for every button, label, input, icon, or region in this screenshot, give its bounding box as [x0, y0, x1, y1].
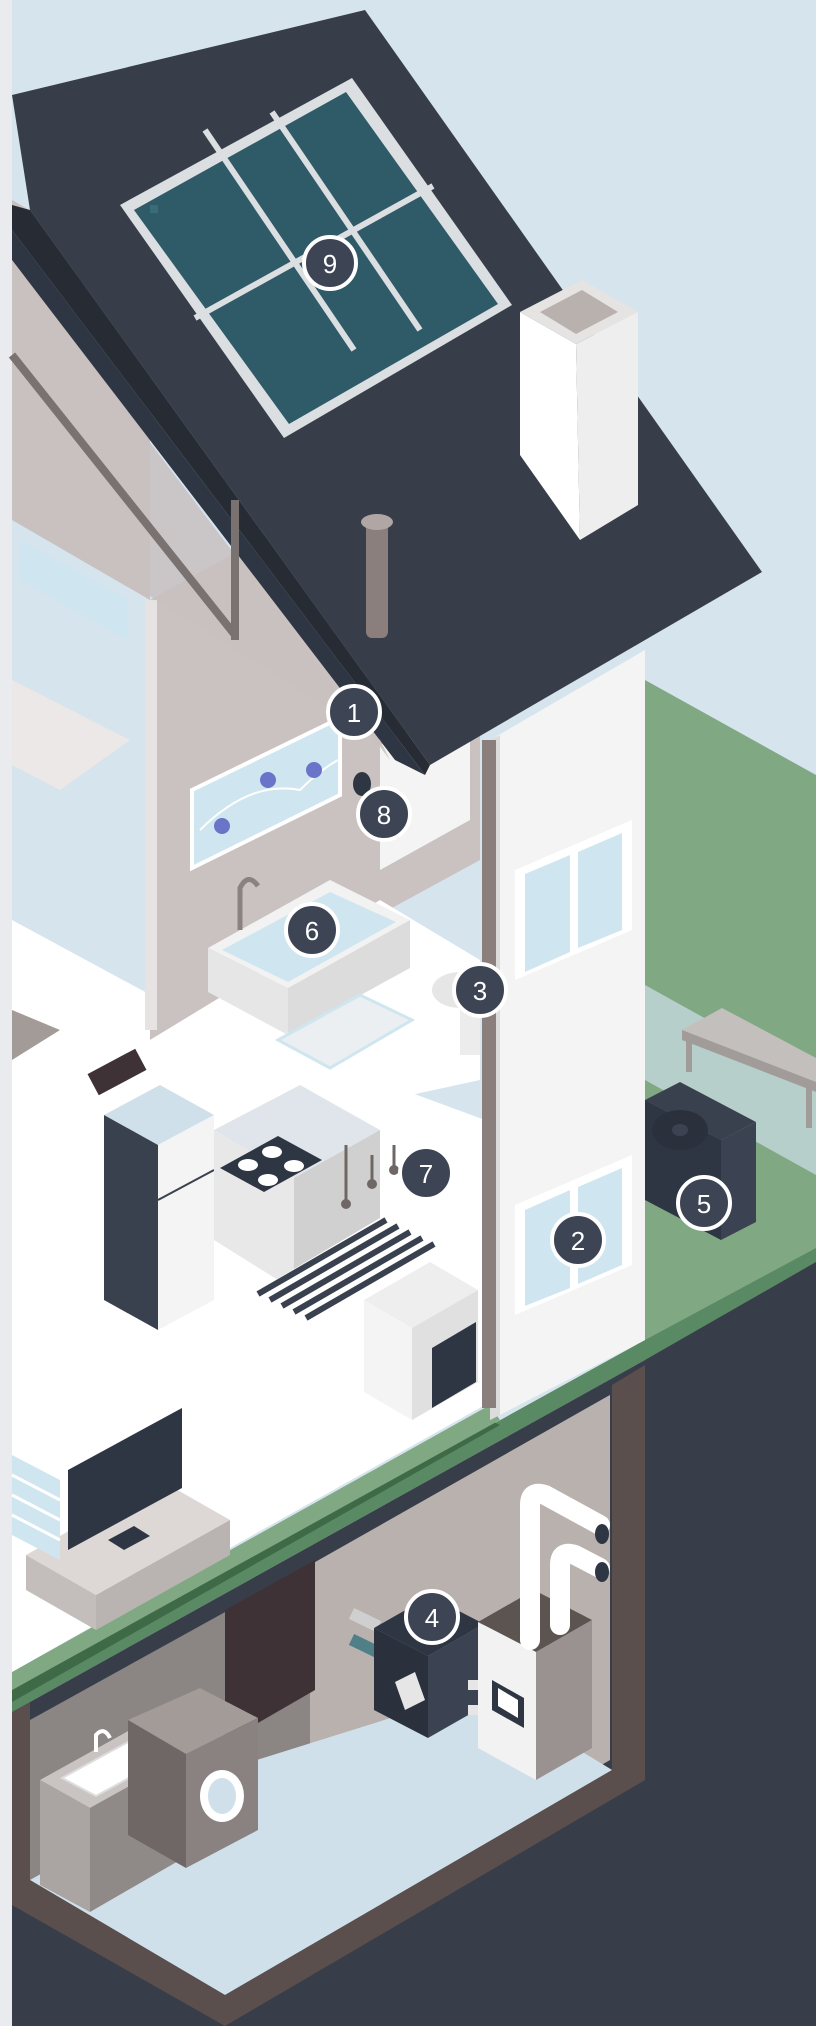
- exterior-wall: [490, 650, 645, 1420]
- vent-pipe: [482, 740, 496, 1408]
- callout-9-label: 9: [323, 249, 337, 279]
- callout-6[interactable]: 6: [286, 904, 338, 956]
- callout-9[interactable]: 9: [304, 237, 356, 289]
- callout-3[interactable]: 3: [454, 964, 506, 1016]
- callout-2[interactable]: 2: [552, 1214, 604, 1266]
- callout-2-label: 2: [571, 1226, 585, 1256]
- callout-1-label: 1: [347, 698, 361, 728]
- interior-column: [145, 600, 157, 1030]
- ground-fill: [645, 1255, 816, 2026]
- callout-7[interactable]: 7: [400, 1147, 452, 1199]
- callout-1[interactable]: 1: [328, 686, 380, 738]
- left-edge-strip: [0, 0, 12, 2026]
- callout-8-label: 8: [377, 800, 391, 830]
- callout-4-label: 4: [425, 1603, 439, 1633]
- callout-5[interactable]: 5: [678, 1177, 730, 1229]
- callout-3-label: 3: [473, 976, 487, 1006]
- callout-7-label: 7: [419, 1159, 433, 1189]
- callout-5-label: 5: [697, 1189, 711, 1219]
- callout-4[interactable]: 4: [406, 1591, 458, 1643]
- refrigerator-icon: [104, 1085, 214, 1330]
- callout-8[interactable]: 8: [358, 788, 410, 840]
- callout-6-label: 6: [305, 916, 319, 946]
